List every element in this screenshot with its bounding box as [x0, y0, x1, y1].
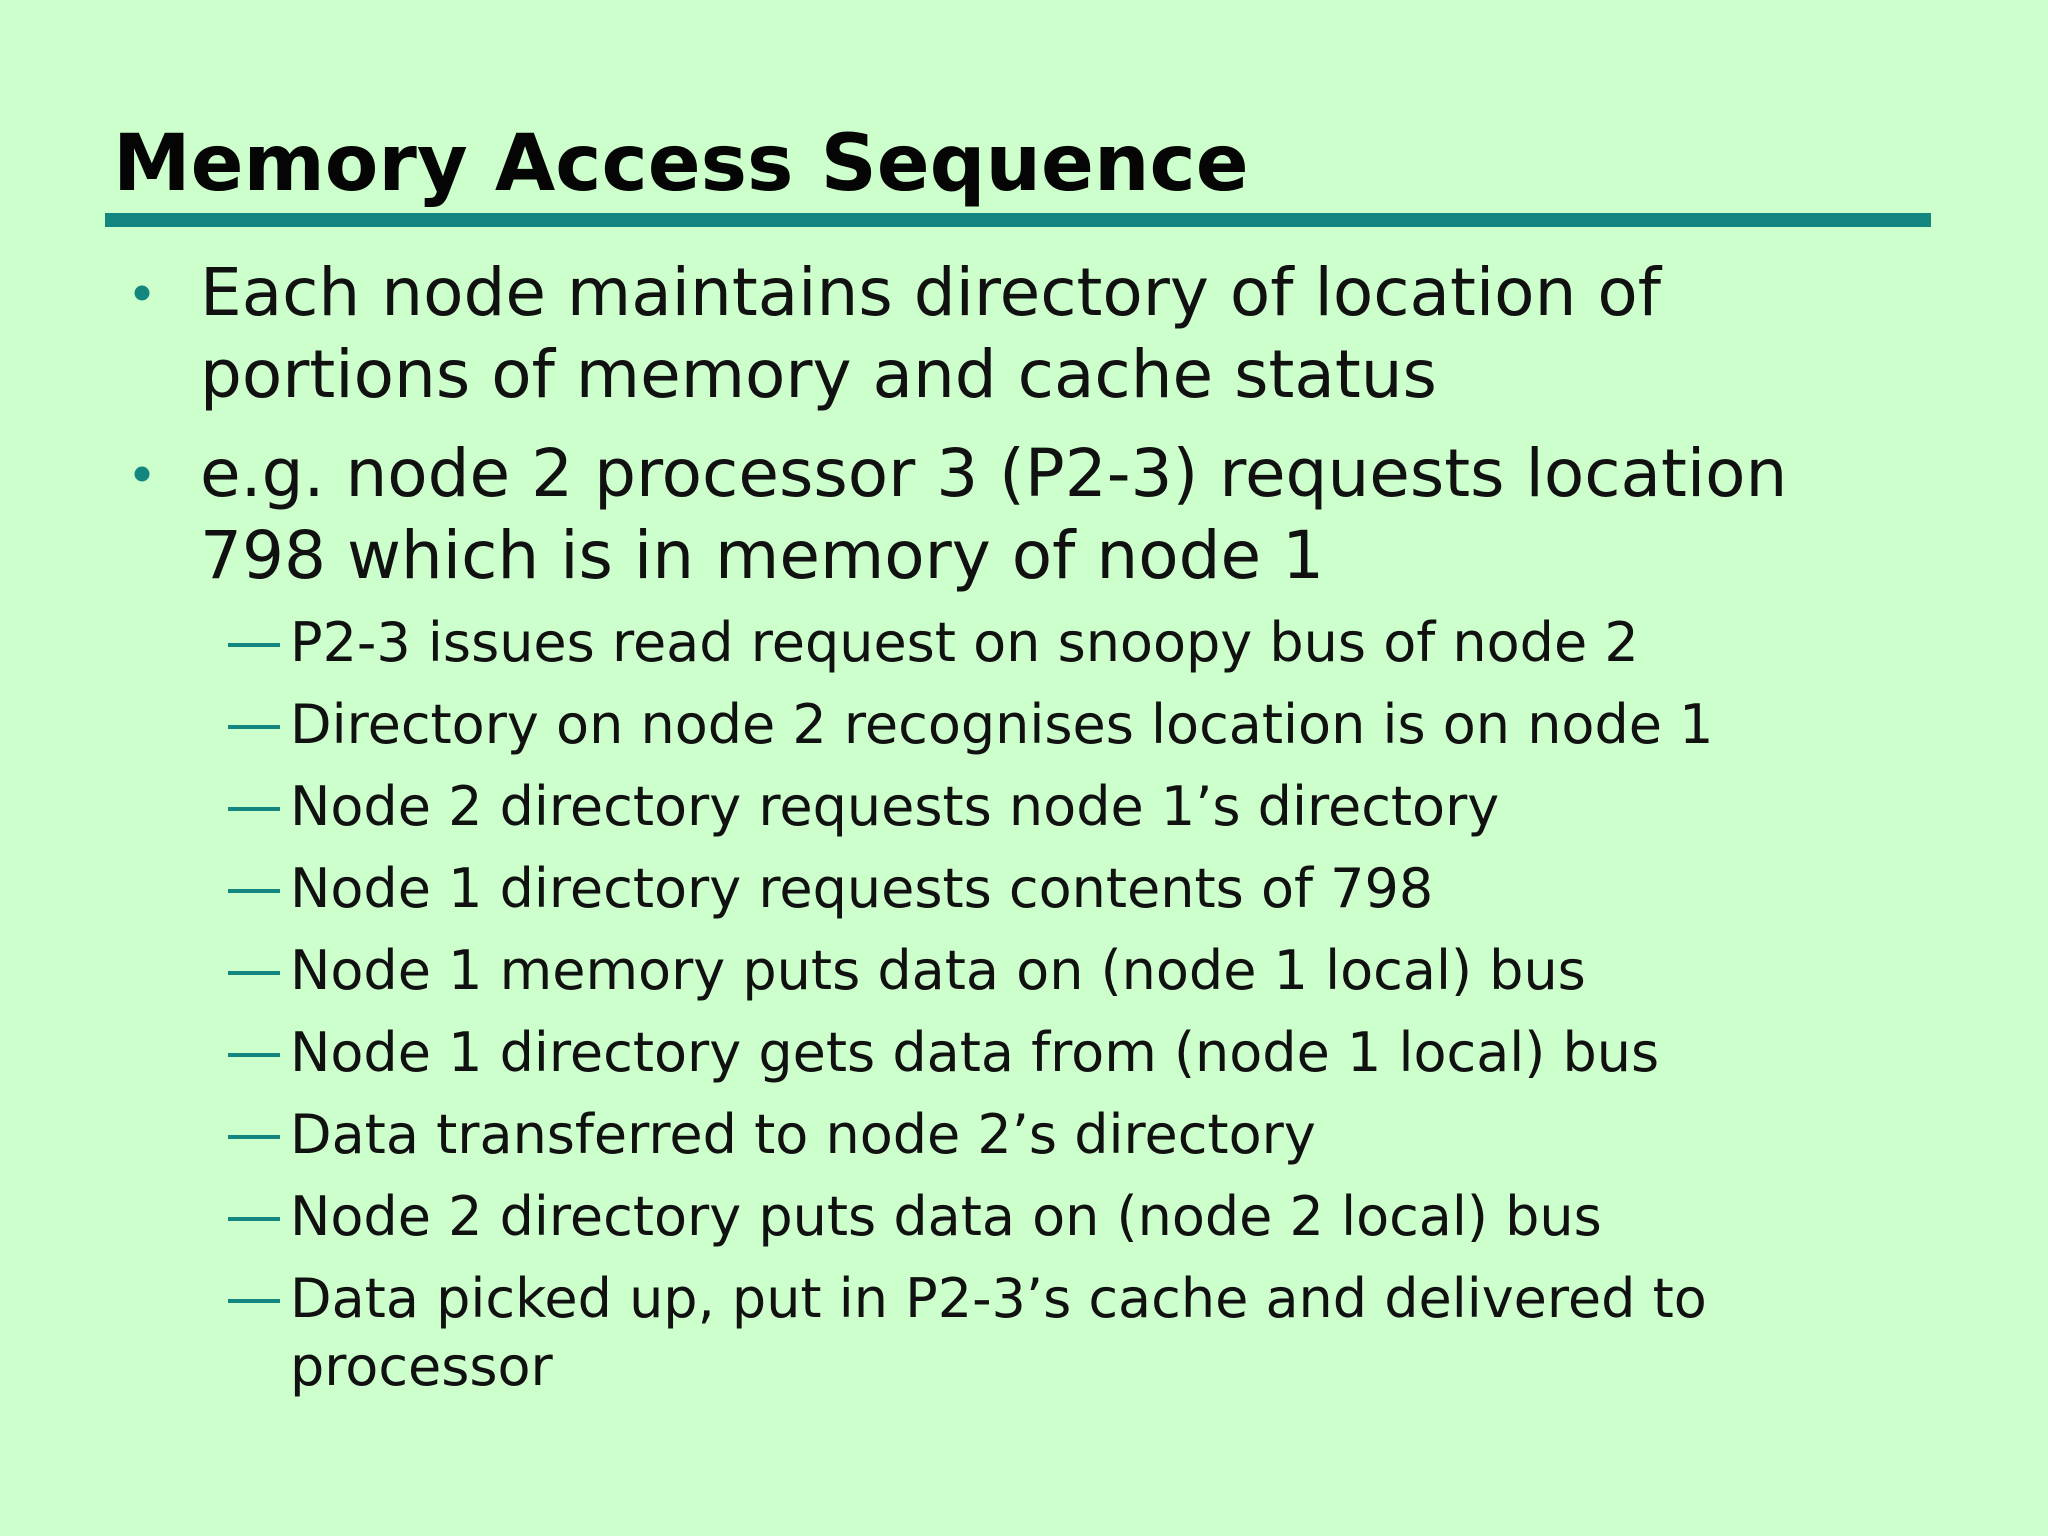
sub-bullet-text: Directory on node 2 recognises location … — [290, 693, 1714, 756]
bullet-dot-icon — [134, 285, 150, 301]
dash-icon — [228, 1053, 280, 1057]
dash-icon — [228, 889, 280, 893]
slide-title: Memory Access Sequence — [113, 119, 1249, 209]
bullet-dot-icon — [134, 466, 150, 482]
dash-icon — [228, 725, 280, 729]
dash-icon — [228, 1299, 280, 1303]
dash-icon — [228, 1135, 280, 1139]
sub-bullet-text: Node 1 directory gets data from (node 1 … — [290, 1021, 1660, 1084]
dash-icon — [228, 971, 280, 975]
dash-icon — [228, 1217, 280, 1221]
sub-bullet-text: Node 2 directory requests node 1’s direc… — [290, 775, 1500, 838]
sub-bullet-text: Node 2 directory puts data on (node 2 lo… — [290, 1185, 1602, 1248]
dash-icon — [228, 643, 280, 647]
sub-bullet-text: Node 1 memory puts data on (node 1 local… — [290, 939, 1586, 1002]
bullet-text: Each node maintains directory of locatio… — [200, 254, 1661, 413]
bullet-text: e.g. node 2 processor 3 (P2-3) requests … — [200, 435, 1788, 594]
sub-bullet-text: Node 1 directory requests contents of 79… — [290, 857, 1434, 920]
sub-bullet-text: Data picked up, put in P2-3’s cache and … — [290, 1267, 1707, 1398]
title-underline — [105, 213, 1931, 227]
sub-bullet-text: Data transferred to node 2’s directory — [290, 1103, 1316, 1166]
sub-bullet-text: P2-3 issues read request on snoopy bus o… — [290, 611, 1639, 674]
dash-icon — [228, 807, 280, 811]
